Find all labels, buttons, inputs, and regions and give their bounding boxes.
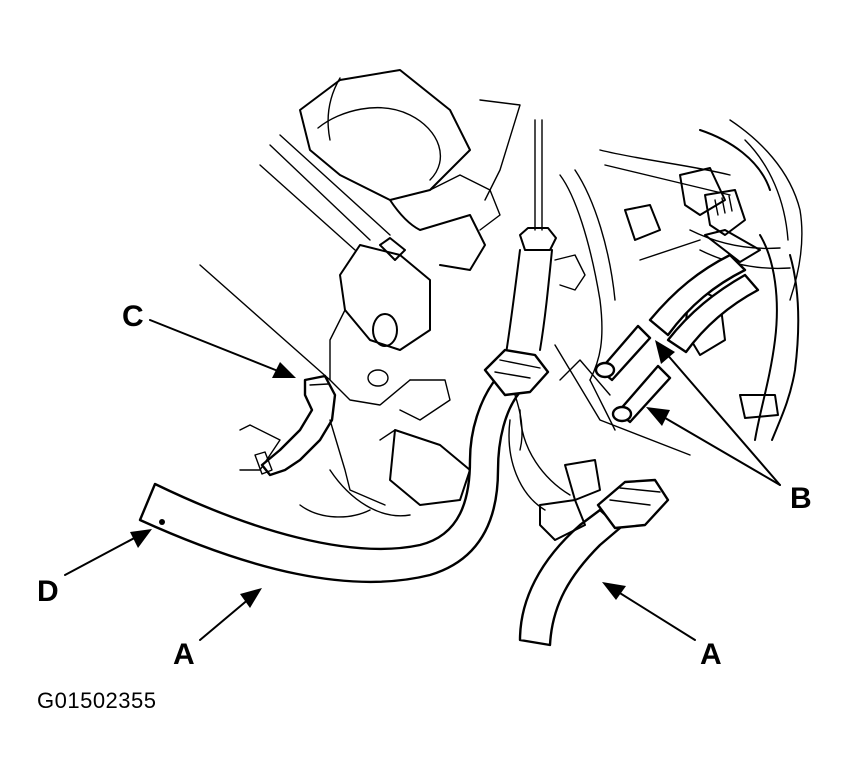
label-b: B <box>790 482 812 515</box>
leader-d <box>64 519 165 576</box>
figure-id: G01502355 <box>37 688 157 713</box>
leader-a-right <box>602 582 696 641</box>
engine-background <box>199 69 803 518</box>
hose-a-right <box>508 409 670 647</box>
label-c: C <box>122 300 144 333</box>
label-a-right: A <box>700 638 722 671</box>
hose-a-left <box>138 348 550 584</box>
clip-c <box>254 374 386 506</box>
leader-c <box>149 319 296 378</box>
leader-a-left <box>199 588 262 641</box>
hoses-b <box>594 229 761 424</box>
leader-b <box>646 340 781 486</box>
label-a-left: A <box>173 638 195 671</box>
label-d: D <box>37 575 59 608</box>
